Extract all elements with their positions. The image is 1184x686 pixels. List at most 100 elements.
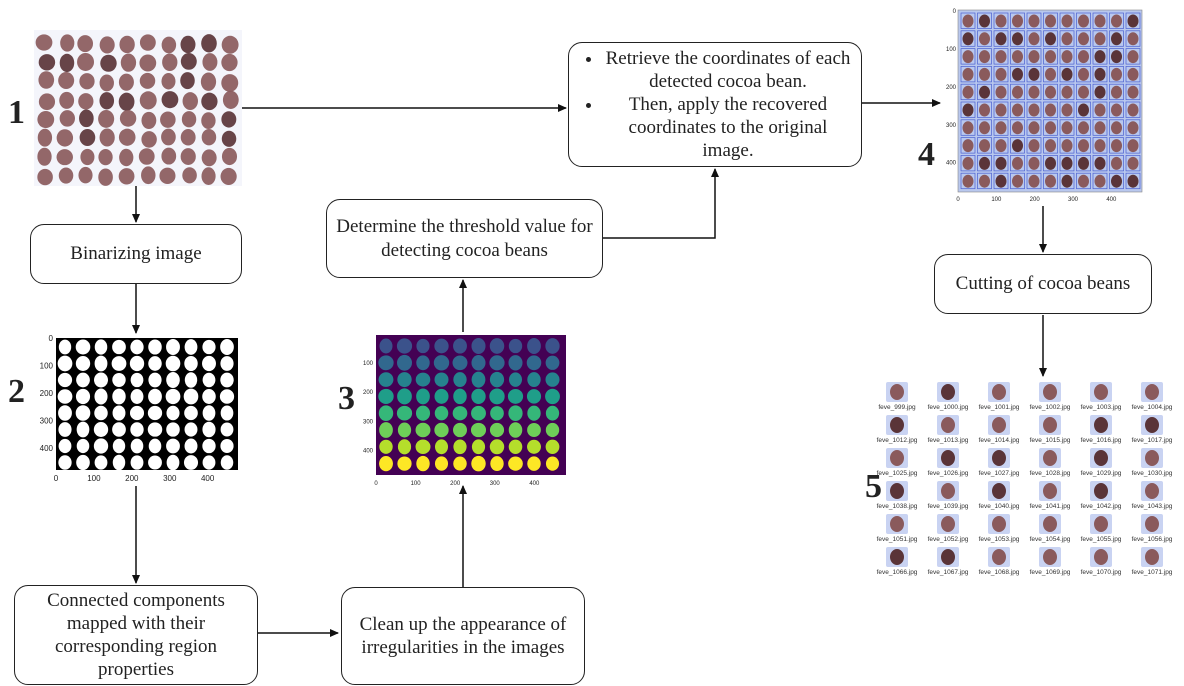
detected-bean (1012, 50, 1023, 64)
binary-blob (202, 339, 216, 355)
crop-thumbnail[interactable]: feve_1012.jpg (858, 415, 936, 444)
crop-thumbnail[interactable]: feve_999.jpg (858, 382, 936, 411)
crop-thumbnail[interactable]: feve_1026.jpg (909, 448, 987, 477)
crop-thumbnail[interactable]: feve_1071.jpg (1113, 547, 1184, 576)
bean-crop-image (886, 448, 908, 468)
crop-thumbnail[interactable]: feve_1053.jpg (960, 514, 1038, 543)
crop-filename: feve_1038.jpg (876, 503, 918, 510)
detection-box (993, 83, 1009, 101)
bean (58, 71, 75, 89)
detected-bean (1111, 174, 1122, 188)
crop-thumbnail[interactable]: feve_1001.jpg (960, 382, 1038, 411)
crop-thumbnail[interactable]: feve_1056.jpg (1113, 514, 1184, 543)
threshold-label: Determine the threshold value for detect… (336, 216, 593, 261)
x-tick-label: 100 (87, 474, 101, 483)
crop-thumbnail[interactable]: feve_1055.jpg (1062, 514, 1140, 543)
crop-filename: feve_1014.jpg (978, 437, 1020, 444)
crop-thumbnail[interactable]: feve_1067.jpg (909, 547, 987, 576)
detection-box (1043, 12, 1058, 29)
crop-thumbnail[interactable]: feve_1068.jpg (960, 547, 1038, 576)
crop-thumbnail[interactable]: feve_1051.jpg (858, 514, 936, 543)
bean-shape (992, 417, 1006, 433)
component-blob (489, 355, 505, 371)
detected-bean (1078, 174, 1089, 188)
binary-blob (147, 405, 163, 421)
crop-thumbnail[interactable]: feve_1004.jpg (1113, 382, 1184, 411)
crop-filename: feve_1013.jpg (927, 437, 969, 444)
crop-thumbnail[interactable]: feve_1003.jpg (1062, 382, 1140, 411)
crop-thumbnail[interactable]: feve_1014.jpg (960, 415, 1038, 444)
detected-bean (979, 67, 990, 81)
crop-thumbnail[interactable]: feve_1070.jpg (1062, 547, 1140, 576)
bean (99, 92, 115, 110)
detected-bean (1061, 67, 1073, 81)
bean-crop-image (988, 481, 1010, 501)
binary-blob (94, 339, 108, 355)
binary-blob (75, 339, 91, 355)
crop-filename: feve_1016.jpg (1080, 437, 1122, 444)
detected-bean (1127, 14, 1139, 28)
component-blob (379, 422, 393, 438)
component-blob (526, 355, 542, 371)
binary-blob (130, 339, 144, 355)
detection-box (1010, 172, 1025, 190)
binary-blob (94, 455, 108, 470)
detected-bean (979, 50, 990, 64)
crop-thumbnail[interactable]: feve_1052.jpg (909, 514, 987, 543)
crop-thumbnail[interactable]: feve_1069.jpg (1011, 547, 1089, 576)
crop-thumbnail[interactable]: feve_1066.jpg (858, 547, 936, 576)
bean (160, 111, 176, 128)
binary-blob (166, 422, 180, 437)
detected-bean (1078, 67, 1089, 81)
detection-box (1043, 119, 1058, 136)
crop-thumbnail[interactable]: feve_1028.jpg (1011, 448, 1089, 477)
crop-thumbnail[interactable]: feve_1002.jpg (1011, 382, 1089, 411)
crop-thumbnail[interactable]: feve_1038.jpg (858, 481, 936, 510)
step-number-4: 4 (918, 136, 935, 173)
crop-thumbnail[interactable]: feve_1039.jpg (909, 481, 987, 510)
detected-bean (1012, 103, 1023, 117)
bean (201, 149, 217, 167)
bean-crop-image (1090, 382, 1112, 402)
crop-thumbnail[interactable]: feve_1041.jpg (1011, 481, 1089, 510)
bean (118, 168, 135, 185)
component-blob (527, 338, 541, 354)
crop-thumbnail[interactable]: feve_1016.jpg (1062, 415, 1140, 444)
crop-filename: feve_1054.jpg (1029, 536, 1071, 543)
crop-thumbnail[interactable]: feve_1043.jpg (1113, 481, 1184, 510)
crop-thumbnail[interactable]: feve_1015.jpg (1011, 415, 1089, 444)
component-blob (434, 439, 449, 455)
crop-thumbnail[interactable]: feve_1013.jpg (909, 415, 987, 444)
detection-box (1125, 30, 1141, 47)
detected-bean (979, 121, 990, 135)
bean-shape (890, 450, 904, 466)
bean-crop-image (988, 382, 1010, 402)
crop-thumbnail[interactable]: feve_1030.jpg (1113, 448, 1184, 477)
crop-thumbnail[interactable]: feve_1000.jpg (909, 382, 987, 411)
crop-thumbnail[interactable]: feve_1025.jpg (858, 448, 936, 477)
x-tick-label: 100 (991, 197, 1002, 203)
component-blob (545, 439, 560, 454)
crop-thumbnail[interactable]: feve_1054.jpg (1011, 514, 1089, 543)
detected-bean (1028, 50, 1040, 64)
binary-blob (75, 405, 91, 421)
y-tick-label: 0 (49, 334, 54, 343)
x-tick-label: 100 (411, 481, 422, 487)
detected-bean (1045, 50, 1056, 64)
crop-thumbnail[interactable]: feve_1017.jpg (1113, 415, 1184, 444)
crop-thumbnail[interactable]: feve_1027.jpg (960, 448, 1038, 477)
crop-thumbnail[interactable]: feve_1040.jpg (960, 481, 1038, 510)
binarizing-image-box: Binarizing image (30, 224, 242, 284)
bean (37, 110, 55, 129)
crop-thumbnail[interactable]: feve_1029.jpg (1062, 448, 1140, 477)
detection-box (993, 12, 1009, 29)
crop-thumbnail[interactable]: feve_1042.jpg (1062, 481, 1140, 510)
component-blob (471, 338, 486, 354)
crop-filename: feve_1000.jpg (927, 404, 969, 411)
bean (99, 128, 115, 147)
detected-bean (1078, 103, 1089, 117)
component-blob (452, 406, 468, 421)
bean (201, 34, 217, 53)
component-blob (489, 439, 505, 455)
